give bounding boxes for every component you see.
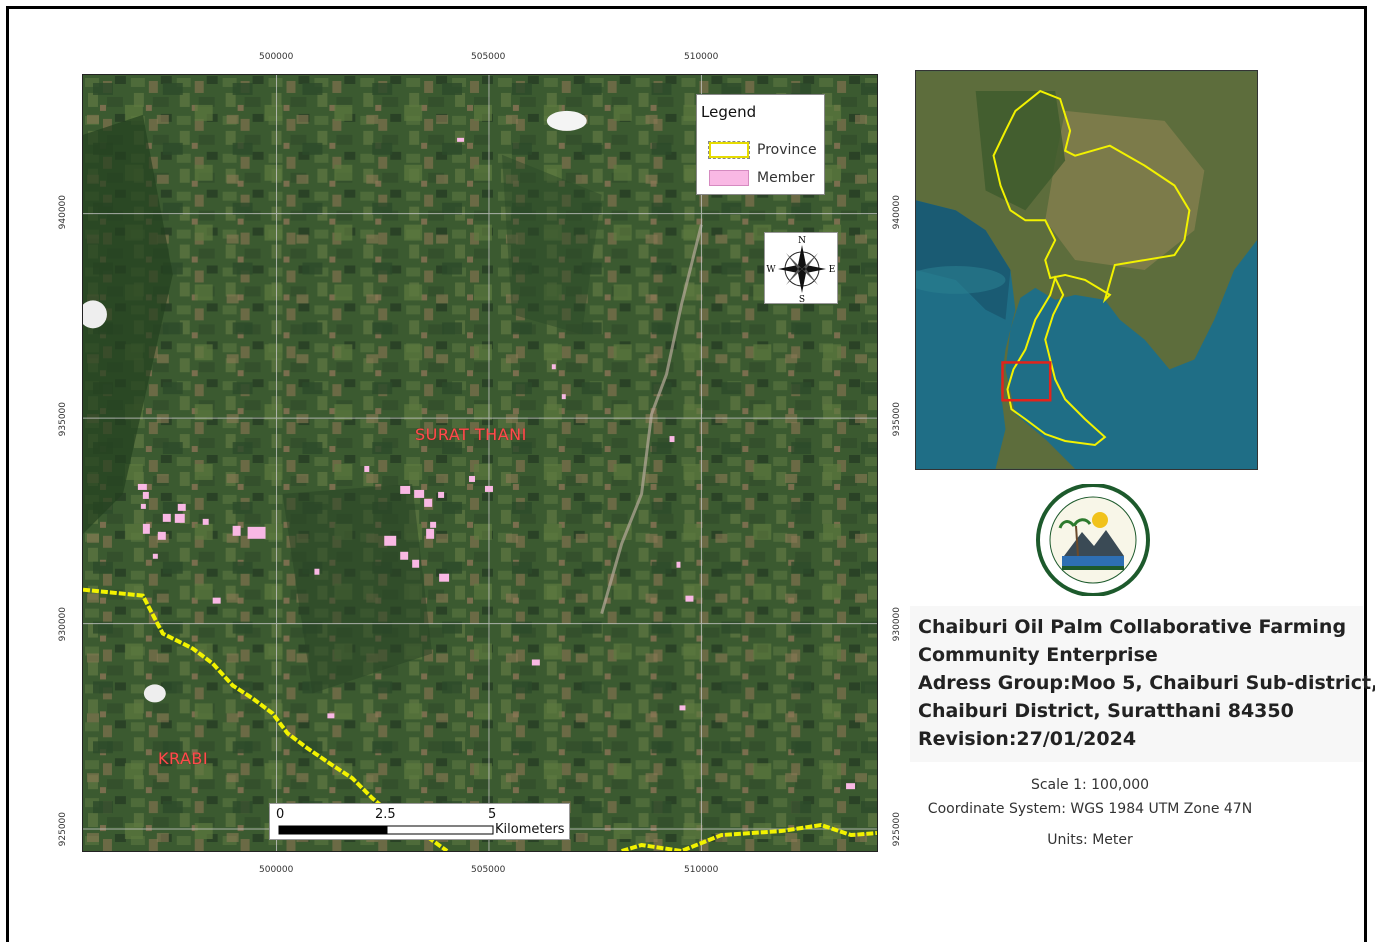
y-tick-left-3: 930000 [58,607,68,642]
legend-item-province: Province [708,141,817,159]
x-tick-bottom-3: 510000 [684,865,719,875]
main-map[interactable]: SURAT THANI KRABI [82,74,878,852]
y-tick-right-3: 930000 [892,607,902,642]
y-tick-left-2: 935000 [58,402,68,437]
y-tick-left-1: 940000 [58,195,68,230]
satellite-imagery [83,75,877,851]
community-enterprise-logo-icon [1036,483,1150,597]
revision-date: Revision:27/01/2024 [918,728,1137,750]
address-line1: Adress Group:Moo 5, Chaiburi Sub-distric… [918,672,1375,694]
enterprise-name-line2: Community Enterprise [918,644,1158,666]
legend-item-member: Member [709,170,815,186]
enterprise-logo [1034,483,1152,597]
map-scale-text: Scale 1: 100,000 [1030,777,1150,793]
x-tick-top-3: 510000 [684,52,719,62]
x-tick-top-1: 500000 [259,52,294,62]
scale-label-2-5: 2.5 [375,807,396,822]
scale-label-5: 5 [488,807,497,822]
x-tick-bottom-1: 500000 [259,865,294,875]
scale-bar: 0 2.5 5 Kilometers [269,803,570,840]
scale-label-0: 0 [276,807,285,822]
x-tick-top-2: 505000 [471,52,506,62]
inset-imagery [916,71,1257,469]
y-tick-right-1: 940000 [892,195,902,230]
member-swatch [709,170,749,186]
place-label-surat-thani: SURAT THANI [415,425,527,444]
province-swatch [708,141,750,159]
scale-bar-graphic [278,825,494,835]
legend-title: Legend [701,103,757,121]
coordinate-system-text: Coordinate System: WGS 1984 UTM Zone 47N [927,801,1253,817]
enterprise-name-line1: Chaiburi Oil Palm Collaborative Farming [918,616,1347,638]
north-arrow: N S W E [764,232,838,305]
compass-n: N [798,236,806,246]
map-legend: Legend Province Member [696,94,825,195]
place-label-krabi: KRABI [158,749,209,768]
compass-w: W [766,265,776,275]
y-tick-right-2: 935000 [892,402,902,437]
compass-rose-icon: N S W E [766,236,836,305]
scale-unit: Kilometers [495,822,565,837]
page-frame [6,6,1367,942]
info-panel: Chaiburi Oil Palm Collaborative Farming … [910,606,1375,762]
y-tick-left-4: 925000 [58,812,68,847]
units-text: Units: Meter [1047,832,1133,848]
compass-e: E [829,265,836,275]
legend-label-province: Province [757,142,817,158]
legend-label-member: Member [757,170,815,186]
x-tick-bottom-2: 505000 [471,865,506,875]
locator-inset-map[interactable] [915,70,1258,470]
compass-s: S [799,295,805,305]
address-line2: Chaiburi District, Suratthani 84350 [918,700,1294,722]
y-tick-right-4: 925000 [892,812,902,847]
